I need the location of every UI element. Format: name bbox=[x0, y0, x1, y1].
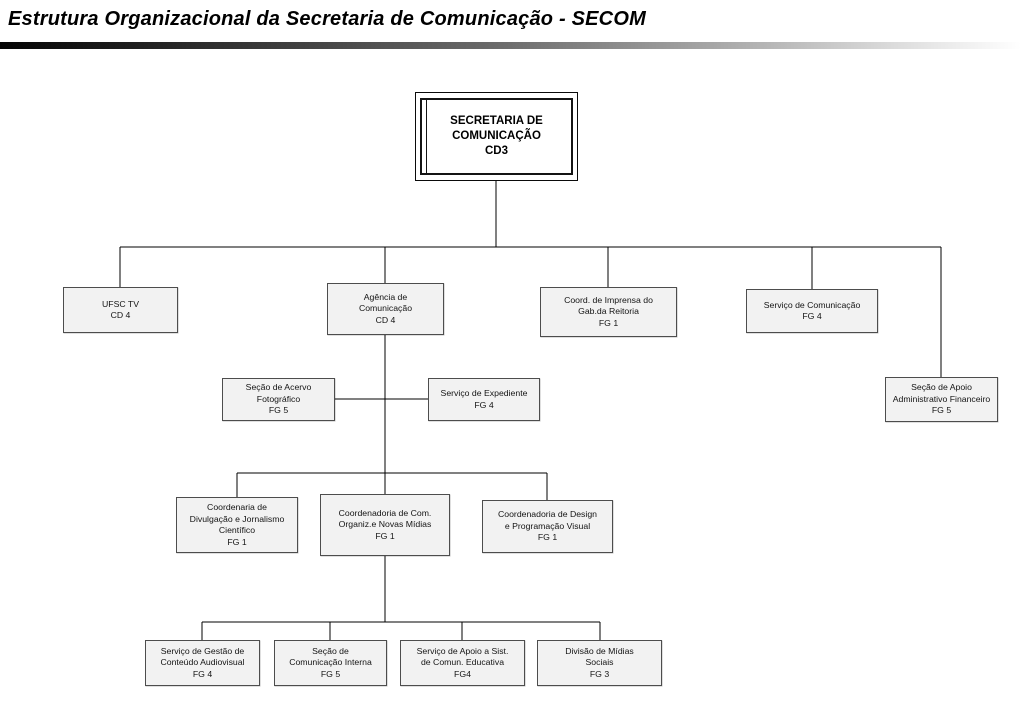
title-underline-bar bbox=[0, 42, 1021, 49]
page-title: Estrutura Organizacional da Secretaria d… bbox=[8, 8, 646, 30]
org-node-label: Coordenadoria de Com.Organiz.e Novas Míd… bbox=[338, 507, 432, 541]
org-node-coordenadoria-com-organiz-novas-midias: Coordenadoria de Com.Organiz.e Novas Míd… bbox=[320, 494, 450, 556]
org-node-servico-apoio-sist-comun-educativa: Serviço de Apoio a Sist.de Comun. Educat… bbox=[400, 640, 525, 686]
org-node-label: Serviço de Apoio a Sist.de Comun. Educat… bbox=[416, 645, 509, 679]
